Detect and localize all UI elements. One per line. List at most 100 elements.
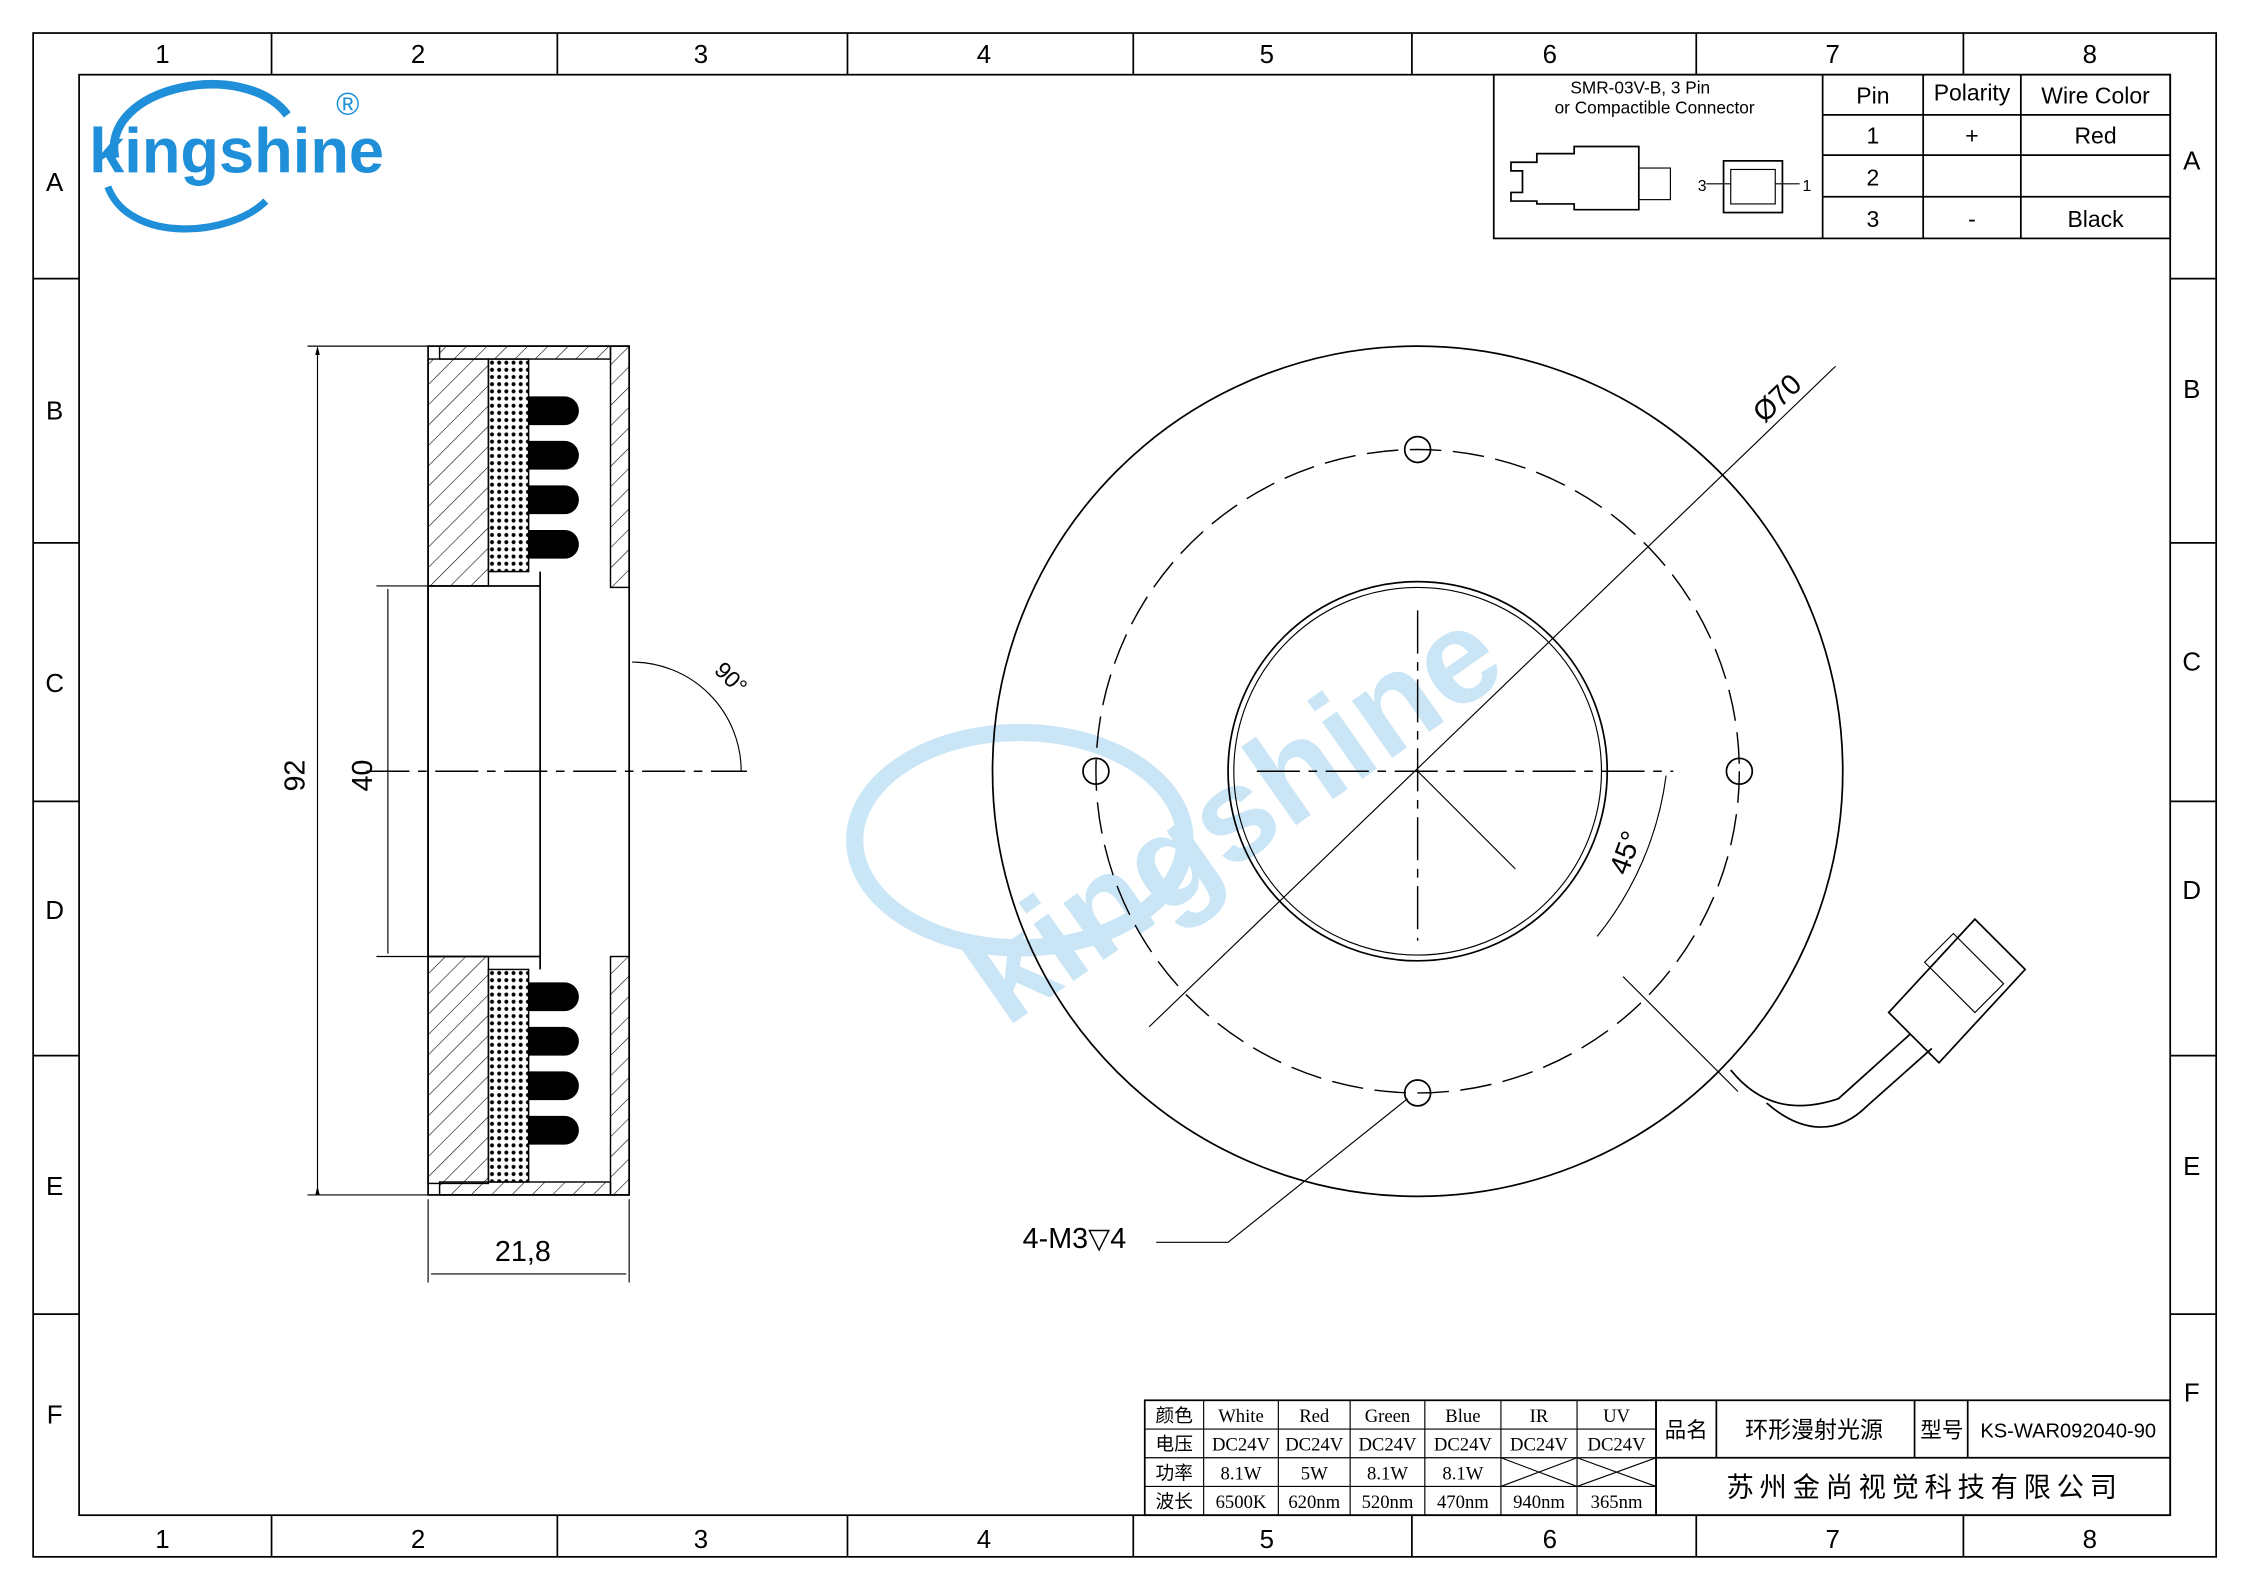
zone-col-5-bottom: 5: [1260, 1526, 1274, 1554]
zone-col-7-bottom: 7: [1826, 1526, 1840, 1554]
spec-cell: Green: [1365, 1406, 1411, 1427]
registered-mark: ®: [336, 86, 359, 122]
name-label: 品名: [1665, 1419, 1708, 1443]
spec-cell: DC24V: [1588, 1435, 1647, 1456]
zone-col-6-bottom: 6: [1543, 1526, 1557, 1554]
spec-cell: 6500K: [1216, 1492, 1267, 1513]
zone-row-A-left: A: [46, 169, 64, 197]
zone-row-C-left: C: [45, 670, 64, 698]
pin-cell: 3: [1867, 206, 1880, 232]
pin-label-1: 1: [1803, 178, 1812, 195]
led-icon: [528, 1071, 579, 1101]
zone-col-8-top: 8: [2083, 41, 2097, 69]
led-icon: [528, 1115, 579, 1145]
mount-hole-bottom: [1403, 1079, 1432, 1107]
led-icon: [528, 529, 579, 559]
zone-col-1-top: 1: [155, 41, 169, 69]
zone-row-A-right: A: [2183, 147, 2201, 175]
header-polarity: Polarity: [1934, 80, 2011, 106]
led-icon: [528, 982, 579, 1012]
connector-title: SMR-03V-B, 3 Pin: [1570, 77, 1710, 97]
zone-row-C-right: C: [2182, 649, 2201, 677]
spec-cell: DC24V: [1434, 1435, 1493, 1456]
header-wire-color: Wire Color: [2041, 82, 2150, 108]
spec-cell: Blue: [1445, 1406, 1480, 1427]
dim-angle-90: 90°: [710, 657, 753, 700]
model-label: 型号: [1920, 1419, 1963, 1443]
dim-angle-45: 45°: [1604, 827, 1649, 879]
zone-row-E-left: E: [46, 1173, 63, 1201]
spec-table: 颜色 White Red Green Blue IR UV 电压 DC24V DC24V DC24V…: [1143, 1399, 1657, 1517]
zone-col-8-bottom: 8: [2083, 1526, 2097, 1554]
spec-cell: 8.1W: [1367, 1463, 1408, 1484]
spec-row-label: 颜色: [1156, 1406, 1193, 1427]
led-icon: [528, 396, 579, 426]
zone-row-B-left: B: [46, 397, 63, 425]
outer-border: [32, 32, 2218, 1558]
connector-subtitle: or Compactible Connector: [1555, 97, 1755, 117]
cable-connector-icon: [1887, 917, 2027, 1065]
kingshine-logo: kingshine ®: [89, 80, 384, 233]
spec-cell: 8.1W: [1221, 1463, 1262, 1484]
zone-row-E-right: E: [2183, 1153, 2200, 1181]
company-name: 苏州金尚视觉科技有限公司: [1727, 1472, 2123, 1503]
connector-front-icon: 3 1: [1698, 159, 1812, 214]
zone-col-3-top: 3: [694, 41, 708, 69]
dim-width-21-8: 21,8: [495, 1236, 551, 1268]
spec-cell: IR: [1530, 1406, 1549, 1427]
watermark-logo: kingshine: [846, 577, 1528, 1052]
polarity-cell: +: [1965, 123, 1978, 149]
mount-hole-right: [1725, 757, 1754, 786]
model-number: KS-WAR092040-90: [1980, 1421, 2156, 1443]
dim-inner-40: 40: [347, 760, 379, 792]
zone-col-1-bottom: 1: [155, 1526, 169, 1554]
dim-height-92: 92: [280, 760, 312, 792]
product-name: 环形漫射光源: [1745, 1417, 1883, 1443]
zone-col-6-top: 6: [1543, 41, 1557, 69]
spec-cell: DC24V: [1212, 1435, 1271, 1456]
zone-col-2-bottom: 2: [411, 1526, 425, 1554]
mount-hole-left: [1082, 757, 1110, 786]
spec-cell: DC24V: [1358, 1435, 1417, 1456]
zone-col-2-top: 2: [411, 41, 425, 69]
zone-col-3-bottom: 3: [694, 1526, 708, 1554]
spec-row-label: 功率: [1156, 1463, 1193, 1484]
spec-cell: 940nm: [1513, 1492, 1565, 1513]
spec-cell: 5W: [1301, 1463, 1328, 1484]
logo-text: kingshine: [89, 116, 384, 186]
spec-cell: 520nm: [1362, 1492, 1414, 1513]
led-icon: [528, 1026, 579, 1056]
led-icon: [528, 440, 579, 470]
dim-diameter-70: Ø70: [1747, 368, 1808, 429]
spec-cell: 470nm: [1437, 1492, 1489, 1513]
spec-cell: DC24V: [1285, 1435, 1344, 1456]
spec-cell: 8.1W: [1442, 1463, 1483, 1484]
polarity-cell: -: [1968, 206, 1976, 232]
zone-col-4-bottom: 4: [977, 1526, 991, 1554]
pin-cell: 2: [1867, 164, 1880, 190]
title-block: 品名 环形漫射光源 型号 KS-WAR092040-90 苏州金尚视觉科技有限公…: [1655, 1399, 2172, 1517]
zone-row-D-right: D: [2182, 877, 2201, 905]
spec-cell: White: [1218, 1406, 1264, 1427]
zone-col-5-top: 5: [1260, 41, 1274, 69]
zone-col-4-top: 4: [977, 41, 991, 69]
spec-cell: UV: [1603, 1406, 1630, 1427]
spec-cell: Red: [1299, 1406, 1330, 1427]
zone-row-B-right: B: [2183, 376, 2200, 404]
spec-cell: 365nm: [1591, 1492, 1643, 1513]
side-section-view: 92 40 21,8 90°: [280, 345, 753, 1283]
hole-callout: 4-M3▽4: [1023, 1223, 1127, 1255]
zone-row-F-right: F: [2184, 1380, 2200, 1408]
inner-border: [78, 73, 2172, 1517]
spec-row-label: 波长: [1156, 1492, 1194, 1513]
connector-side-icon: [1510, 145, 1671, 211]
wire-color-cell: Red: [2074, 123, 2116, 149]
spec-row-label: 电压: [1156, 1435, 1193, 1456]
pin-cell: 1: [1867, 123, 1880, 149]
zone-row-D-left: D: [45, 897, 64, 925]
header-pin: Pin: [1856, 82, 1889, 108]
zone-col-7-top: 7: [1826, 41, 1840, 69]
spec-cell: 620nm: [1288, 1492, 1340, 1513]
